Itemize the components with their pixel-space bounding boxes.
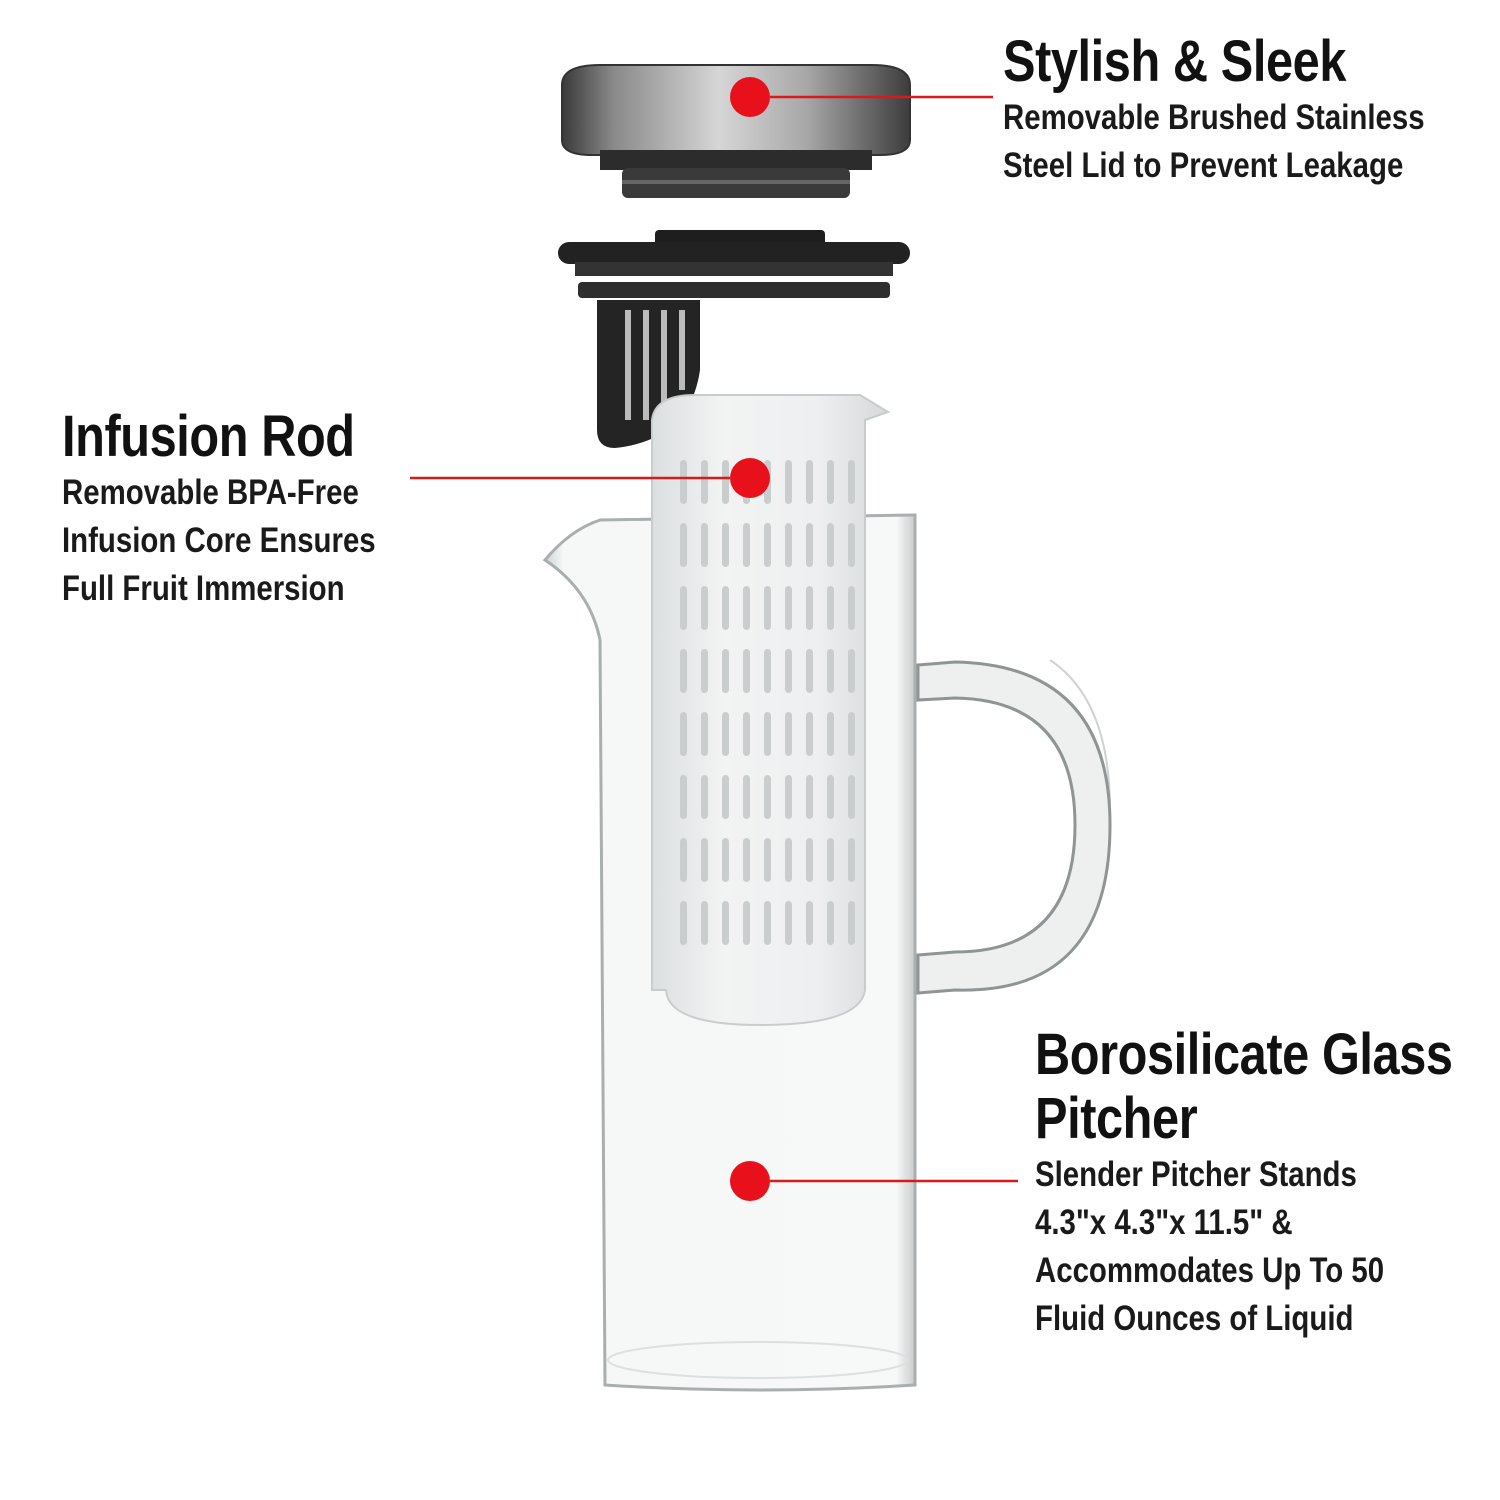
- pitcher-callout-title-1: Borosilicate Glass: [1035, 1022, 1453, 1087]
- rod-slot: [680, 712, 687, 756]
- rod-slot: [848, 649, 855, 693]
- rod-slot: [827, 712, 834, 756]
- rod-slot: [785, 460, 792, 504]
- rod-slot: [806, 901, 813, 945]
- rod-slot: [785, 775, 792, 819]
- rod-slot: [848, 460, 855, 504]
- rod-slot: [743, 712, 750, 756]
- rod-slot: [764, 649, 771, 693]
- callout-lines: [410, 95, 1018, 1183]
- rod-slot: [785, 901, 792, 945]
- rod-slot: [827, 523, 834, 567]
- rod-slot: [764, 838, 771, 882]
- rod-slot: [764, 523, 771, 567]
- rod-slot: [827, 901, 834, 945]
- rod-slot: [680, 523, 687, 567]
- rod-callout: Infusion Rod Removable BPA-Free Infusion…: [62, 405, 376, 613]
- rod-slot: [806, 523, 813, 567]
- rod-slot: [722, 586, 729, 630]
- rod-slot: [806, 460, 813, 504]
- rod-slot: [827, 649, 834, 693]
- strainer-cap: [558, 230, 910, 448]
- rod-slot: [848, 775, 855, 819]
- infusion-rod: [651, 394, 891, 1027]
- rod-slot: [806, 775, 813, 819]
- rod-slot: [680, 460, 687, 504]
- rod-slot: [827, 460, 834, 504]
- rod-slot: [764, 712, 771, 756]
- rod-slot: [701, 901, 708, 945]
- pitcher-callout-line-1: Slender Pitcher Stands: [1035, 1155, 1357, 1194]
- rod-slot: [848, 586, 855, 630]
- rod-slot: [722, 838, 729, 882]
- rod-slot: [722, 775, 729, 819]
- rod-slot: [764, 775, 771, 819]
- rod-slot: [827, 838, 834, 882]
- pitcher-callout-line-3: Accommodates Up To 50: [1035, 1251, 1385, 1290]
- rod-slot: [806, 712, 813, 756]
- rod-slot: [743, 523, 750, 567]
- rod-slot: [806, 649, 813, 693]
- rod-slot: [743, 586, 750, 630]
- rod-slot: [701, 838, 708, 882]
- pitcher-marker-dot: [730, 1161, 770, 1201]
- rod-slot: [743, 775, 750, 819]
- rod-slot: [680, 775, 687, 819]
- rod-slot: [848, 838, 855, 882]
- lid-marker-dot: [730, 77, 770, 117]
- rod-slot: [827, 586, 834, 630]
- rod-slot: [806, 586, 813, 630]
- rod-slot: [680, 649, 687, 693]
- rod-slot: [785, 523, 792, 567]
- rod-slot: [827, 775, 834, 819]
- rod-slot: [806, 838, 813, 882]
- rod-callout-line-3: Full Fruit Immersion: [62, 569, 345, 608]
- rod-slot: [722, 901, 729, 945]
- rod-callout-line-1: Removable BPA-Free: [62, 473, 359, 512]
- lid-callout-line-1: Removable Brushed Stainless: [1003, 98, 1425, 137]
- rod-slot: [701, 649, 708, 693]
- rod-slot: [722, 712, 729, 756]
- rod-slot: [701, 586, 708, 630]
- rod-slot: [701, 523, 708, 567]
- rod-slot: [785, 649, 792, 693]
- rod-marker-dot: [730, 458, 770, 498]
- rod-slot: [680, 901, 687, 945]
- rod-slot: [743, 838, 750, 882]
- lid-callout-line-2: Steel Lid to Prevent Leakage: [1003, 146, 1404, 185]
- rod-slot: [785, 586, 792, 630]
- rod-slot: [701, 460, 708, 504]
- pitcher-callout: Borosilicate Glass Pitcher Slender Pitch…: [1035, 1023, 1453, 1343]
- rod-slot: [722, 649, 729, 693]
- pitcher-callout-title-2: Pitcher: [1035, 1086, 1198, 1151]
- rod-slot: [764, 901, 771, 945]
- rod-slot: [785, 838, 792, 882]
- rod-slot: [848, 712, 855, 756]
- rod-slot: [743, 901, 750, 945]
- lid-callout-title: Stylish & Sleek: [1003, 29, 1347, 94]
- rod-slot: [701, 712, 708, 756]
- rod-callout-title: Infusion Rod: [62, 404, 355, 469]
- rod-slot: [848, 523, 855, 567]
- rod-slot: [722, 523, 729, 567]
- rod-slot: [701, 775, 708, 819]
- rod-callout-line-2: Infusion Core Ensures: [62, 521, 376, 560]
- pitcher-callout-line-2: 4.3"x 4.3"x 11.5" &: [1035, 1203, 1293, 1242]
- rod-slot: [680, 838, 687, 882]
- rod-slot: [785, 712, 792, 756]
- rod-slot: [848, 901, 855, 945]
- rod-slot: [722, 460, 729, 504]
- rod-slot: [743, 649, 750, 693]
- lid-callout: Stylish & Sleek Removable Brushed Stainl…: [1003, 30, 1425, 190]
- rod-slot: [764, 586, 771, 630]
- pitcher-callout-line-4: Fluid Ounces of Liquid: [1035, 1299, 1354, 1338]
- rod-slot: [680, 586, 687, 630]
